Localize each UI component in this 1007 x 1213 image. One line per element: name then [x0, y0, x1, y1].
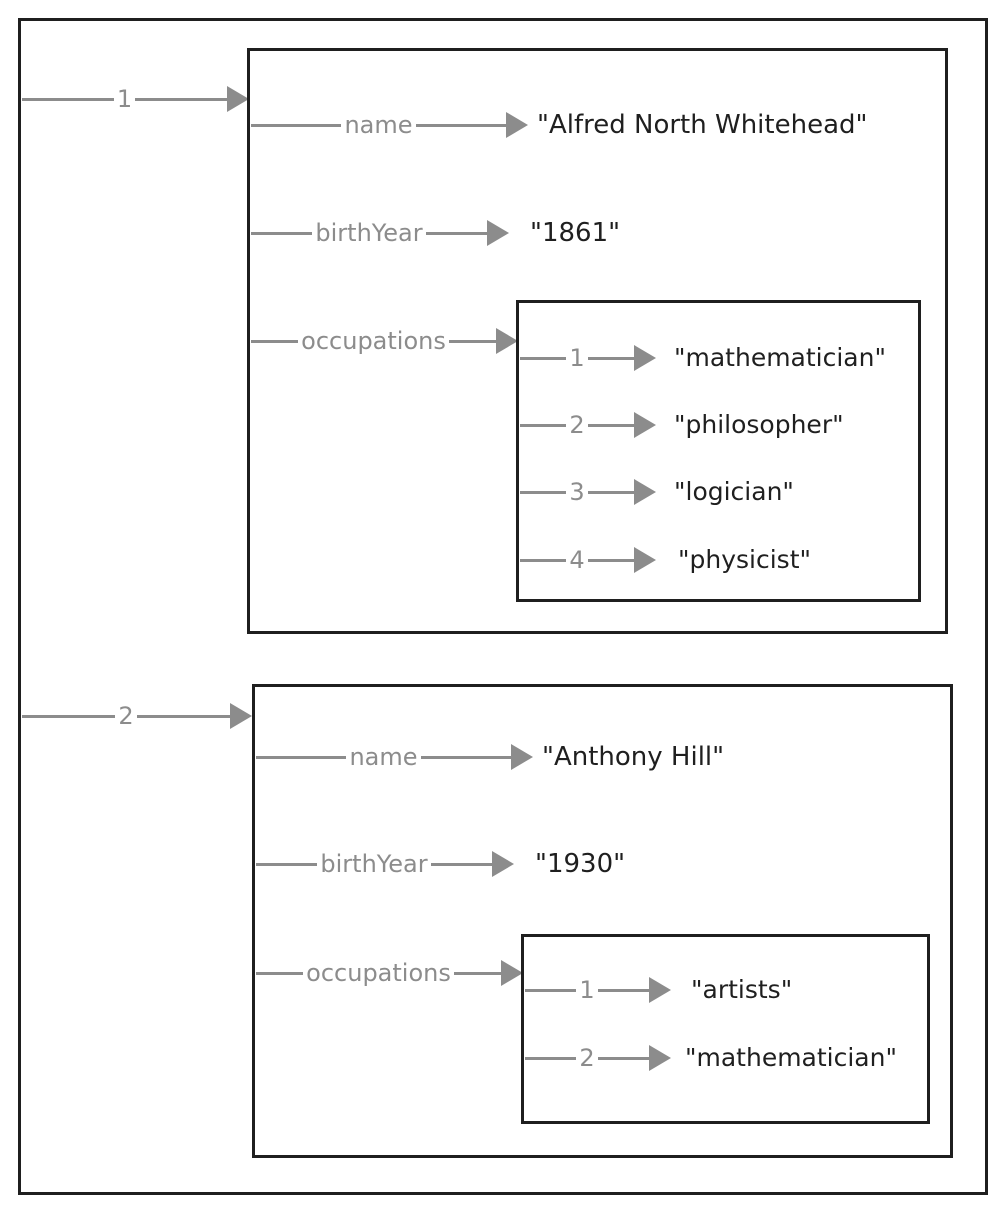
record-1-occupation-value-3: "logician": [674, 477, 794, 506]
record-1-occupation-value-1: "mathematician": [674, 343, 886, 372]
record-1-occupations-box: [516, 300, 921, 602]
record-2-occupation-value-2: "mathematician": [685, 1043, 897, 1072]
record-2-occupation-value-1: "artists": [691, 975, 793, 1004]
record-2-value-name: "Anthony Hill": [542, 742, 725, 772]
record-1-occupation-value-2: "philosopher": [674, 410, 844, 439]
record-1-occupation-value-4: "physicist": [678, 545, 811, 574]
record-1-value-birthYear: "1861": [530, 218, 621, 248]
record-2-value-birthYear: "1930": [535, 849, 626, 879]
record-2-occupations-box: [521, 934, 930, 1124]
record-1-value-name: "Alfred North Whitehead": [537, 110, 868, 140]
